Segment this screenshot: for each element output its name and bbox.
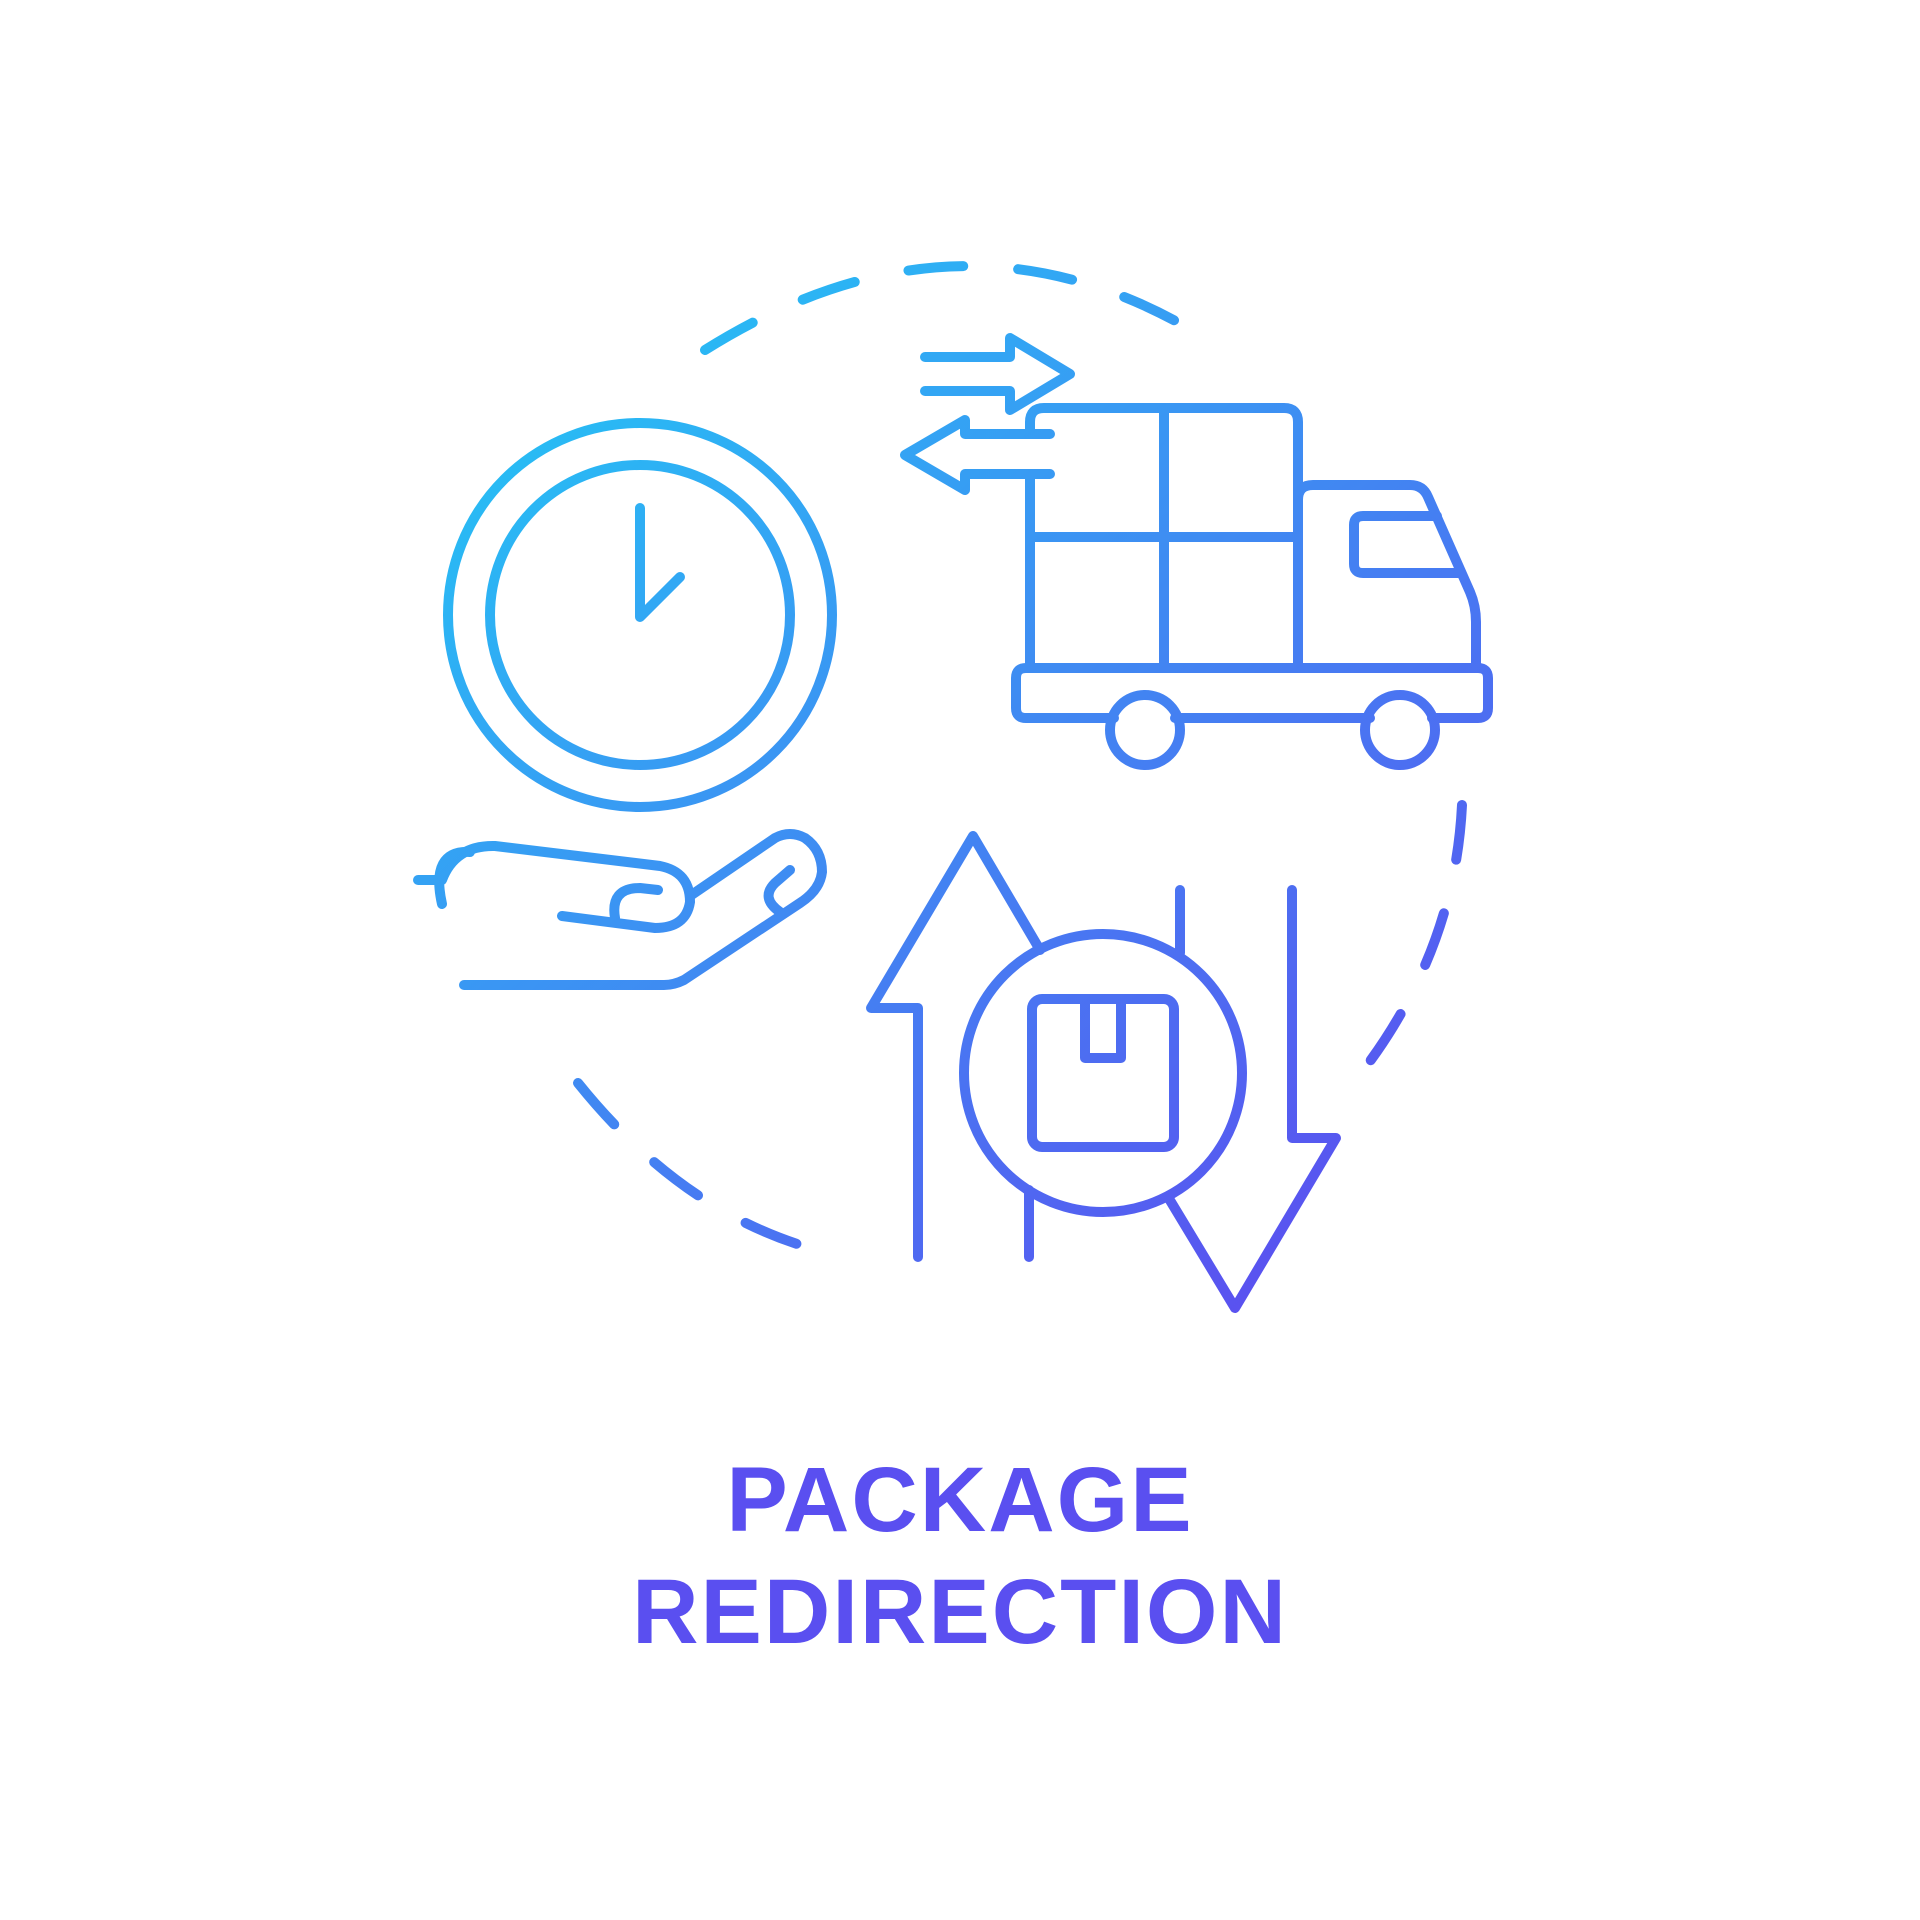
title-line-1: PACKAGE [726,1449,1194,1551]
up-down-arrows-icon [866,831,1341,1313]
clock-icon [443,418,837,812]
open-hand-icon [413,829,827,990]
package-box-icon [959,929,1247,1217]
delivery-truck-icon [1011,403,1493,770]
dashed-cycle-icon [573,261,1467,1253]
swap-arrows-icon [900,333,1075,495]
title-line-2: REDIRECTION [632,1561,1288,1663]
